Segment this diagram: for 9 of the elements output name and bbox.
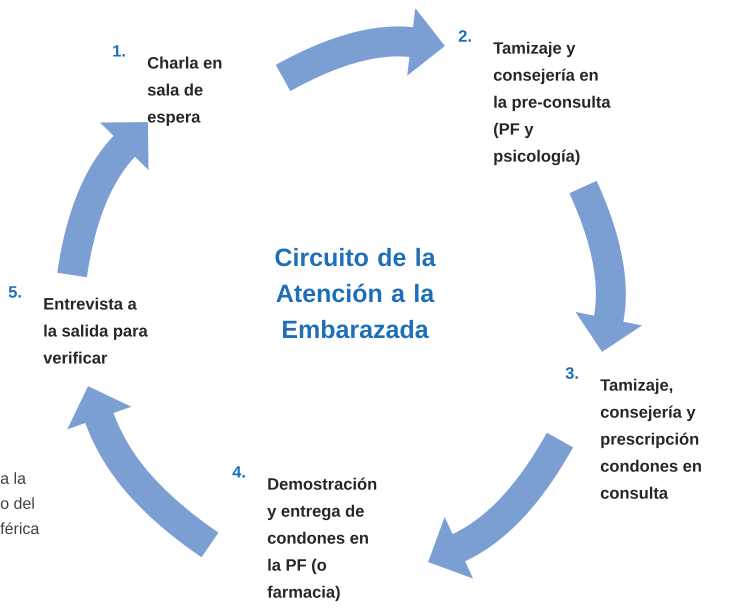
cut-off-text: férica [0,522,40,534]
cut-off-text: o del [0,497,34,509]
step-text: 2. Tamizaje y consejería en la pre-consulta (PF y psicología) [458,30,611,166]
step-text: 5. Entrevista a la salida para verificar [8,286,148,364]
diagram-title: Circuito de la Atención a la Embarazada [275,248,436,338]
step-text: 1. Charla en sala de espera [113,45,222,126]
step-text: 3. Tamizaje, consejería y prescripción condones en consulta [566,367,701,499]
cut-off-text: a la [0,472,26,484]
step-text: 4. Demostración y entrega de condones en la PF (o farmacia) [232,466,376,602]
